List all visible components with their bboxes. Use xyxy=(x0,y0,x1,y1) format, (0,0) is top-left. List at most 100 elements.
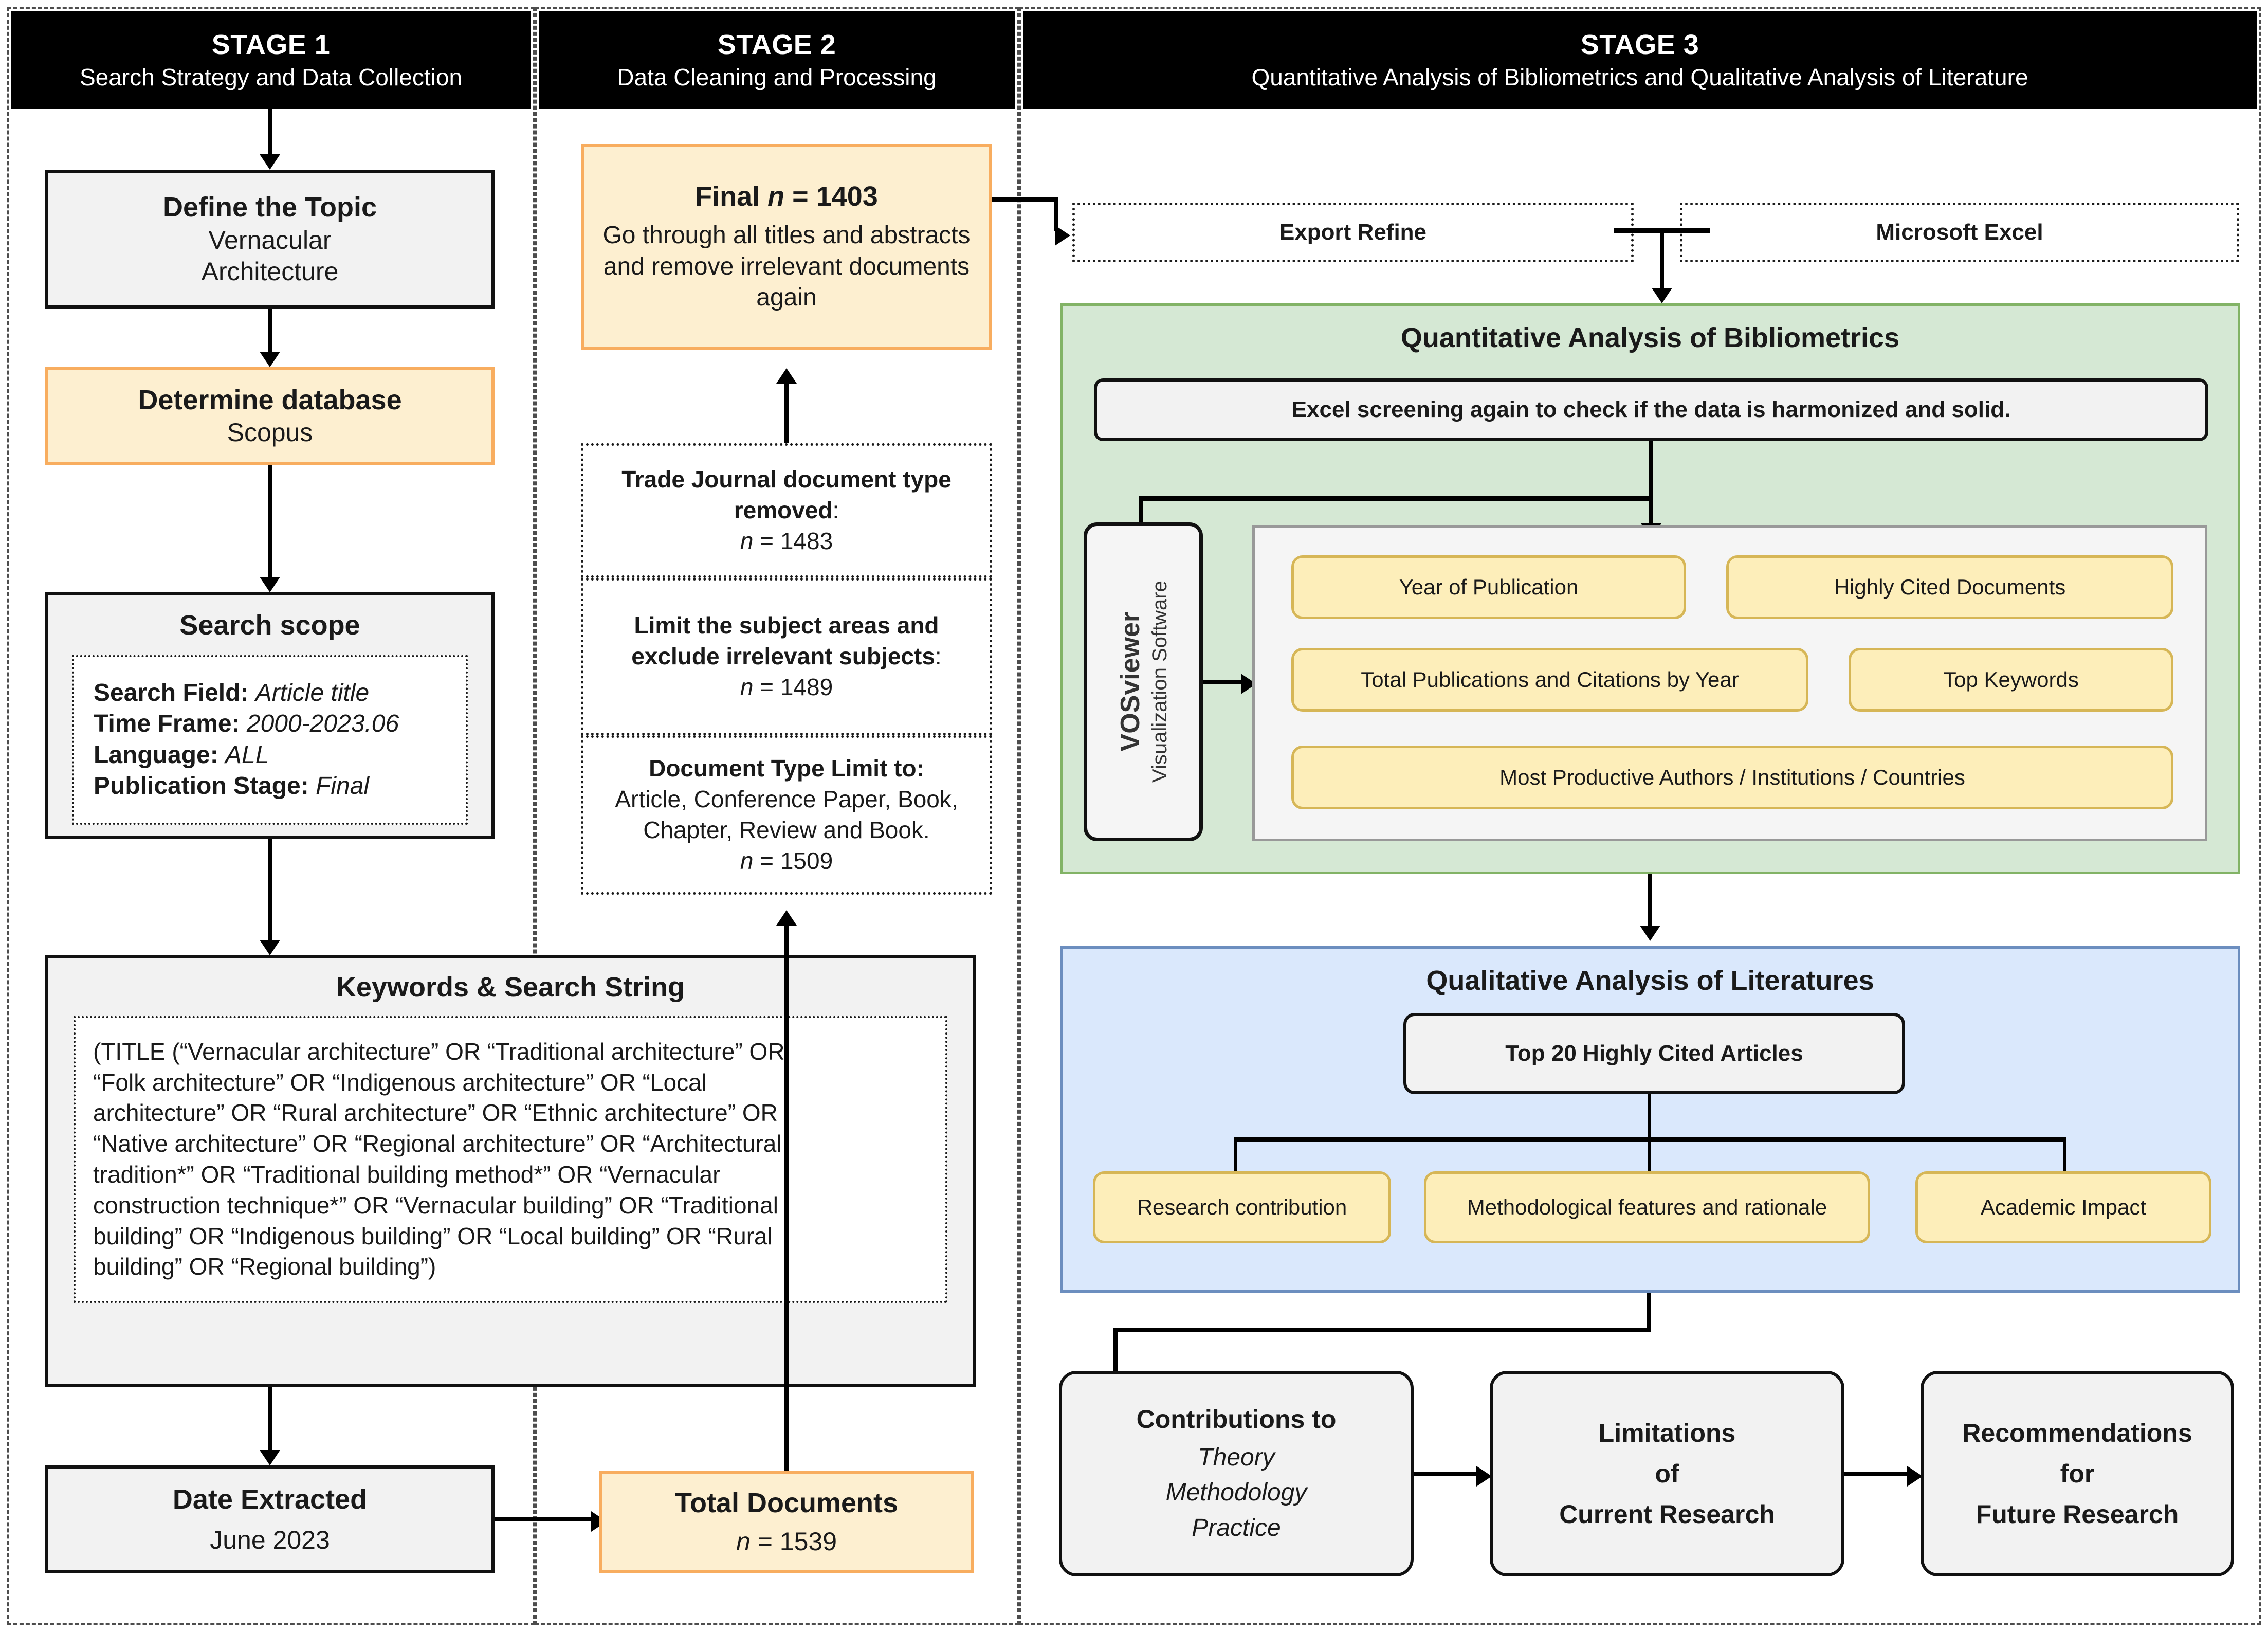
metric-highly-cited-documents[interactable]: Highly Cited Documents xyxy=(1726,555,2173,619)
microsoft-excel-box: Microsoft Excel xyxy=(1680,203,2239,262)
filter-trade-journal-n: n = 1483 xyxy=(740,526,833,557)
metric-year-of-publication[interactable]: Year of Publication xyxy=(1291,555,1686,619)
filter-colon: : xyxy=(935,643,942,670)
top-articles-box: Top 20 Highly Cited Articles xyxy=(1403,1013,1905,1094)
n-symbol: n xyxy=(740,673,754,700)
filter-subject-areas-n: n = 1489 xyxy=(740,672,833,703)
connector-qual-exit-down xyxy=(1647,1293,1651,1330)
qual-branch-academic-impact[interactable]: Academic Impact xyxy=(1915,1171,2211,1243)
arrow-to-limitations xyxy=(1476,1466,1492,1487)
filter-document-type-label: Document Type Limit to: xyxy=(649,755,924,782)
search-scope-box: Search scope Search Field: Article title… xyxy=(45,592,495,839)
metric-total-publications-citations[interactable]: Total Publications and Citations by Year xyxy=(1291,648,1808,712)
arrow-to-export-refine xyxy=(1055,225,1070,246)
n-symbol: n xyxy=(740,847,754,874)
connector-final-to-export-h xyxy=(992,197,1058,202)
connector-quant-to-qual xyxy=(1648,874,1652,932)
keywords-search-string-box: Keywords & Search String (TITLE (“Vernac… xyxy=(45,955,976,1387)
connector-final-to-export-v xyxy=(1054,197,1058,231)
arrow-to-recommendations xyxy=(1907,1466,1923,1487)
qual-branch-research-contribution[interactable]: Research contribution xyxy=(1093,1171,1391,1243)
arrow-to-search-scope xyxy=(260,577,280,592)
filter-subject-areas-label: Limit the subject areas and exclude irre… xyxy=(583,610,990,672)
filter-trade-journal-box: Trade Journal document type removed: n =… xyxy=(581,443,992,578)
connector-filters-to-final xyxy=(784,384,789,443)
determine-database-value: Scopus xyxy=(227,418,313,447)
time-frame-value: 2000-2023.06 xyxy=(246,710,399,738)
search-string-line: construction technique*” OR “Vernacular … xyxy=(93,1191,778,1219)
filter-label-text: Trade Journal document type removed xyxy=(621,466,952,524)
define-topic-box: Define the Topic Vernacular Architecture xyxy=(45,170,495,309)
n-symbol: n xyxy=(740,527,754,554)
connector-limitations-to-recommendations xyxy=(1844,1472,1914,1476)
date-extracted-value: June 2023 xyxy=(210,1526,330,1555)
filter-label-text: Limit the subject areas and exclude irre… xyxy=(631,612,939,670)
search-string-line: building” OR “Indigenous building” OR “L… xyxy=(93,1222,773,1249)
connector-date-to-total xyxy=(495,1517,597,1521)
stage-2-number: STAGE 2 xyxy=(717,29,836,60)
excel-screening-box: Excel screening again to check if the da… xyxy=(1094,378,2208,441)
search-scope-row: Publication Stage: Final xyxy=(94,771,446,802)
qual-branch-methodological-features[interactable]: Methodological features and rationale xyxy=(1424,1171,1870,1243)
arrow-to-define-topic xyxy=(260,154,280,170)
recommendations-box: Recommendations for Future Research xyxy=(1921,1371,2234,1576)
connector-excel-split xyxy=(1139,496,1653,501)
search-scope-row: Search Field: Article title xyxy=(94,678,446,709)
search-string-line: “Native architecture” OR “Regional archi… xyxy=(93,1130,782,1157)
connector-keywords-to-date xyxy=(268,1387,272,1455)
filter-trade-journal-label: Trade Journal document type removed: xyxy=(583,464,990,526)
recommendations-head: Recommendations xyxy=(1962,1418,2192,1447)
metric-most-productive[interactable]: Most Productive Authors / Institutions /… xyxy=(1291,746,2173,809)
qual-branch-label: Research contribution xyxy=(1137,1194,1347,1219)
connector-qual-mid-v xyxy=(1648,1137,1651,1182)
qualitative-analysis-title-wrap: Qualitative Analysis of Literatures xyxy=(1060,957,2240,1005)
arrow-to-final-n xyxy=(776,368,797,384)
stage-1-subtitle: Search Strategy and Data Collection xyxy=(79,64,463,91)
date-extracted-title: Date Extracted xyxy=(172,1483,368,1515)
n-value: = 1539 xyxy=(750,1527,837,1556)
limitations-item: Current Research xyxy=(1559,1499,1775,1529)
publication-stage-value: Final xyxy=(316,772,370,800)
stage-3-number: STAGE 3 xyxy=(1580,29,1699,60)
connector-database-to-scope xyxy=(268,465,272,583)
vosviewer-box: VOSviewer Visualization Software xyxy=(1084,522,1203,841)
search-scope-details: Search Field: Article title Time Frame: … xyxy=(72,655,468,825)
n-value: = 1509 xyxy=(753,847,833,874)
arrow-to-determine-database xyxy=(260,352,280,367)
arrow-to-date-extracted xyxy=(260,1450,280,1465)
contributions-head: Contributions to xyxy=(1136,1404,1337,1434)
total-documents-n: n = 1539 xyxy=(736,1526,837,1557)
search-string-line: building” OR “Regional building”) xyxy=(93,1253,436,1280)
define-topic-line1: Vernacular xyxy=(208,225,332,255)
date-extracted-box: Date Extracted June 2023 xyxy=(45,1465,495,1573)
search-scope-row: Language: ALL xyxy=(94,740,446,771)
stage-2-column-frame xyxy=(535,7,1019,1625)
keywords-title: Keywords & Search String xyxy=(336,972,685,1003)
determine-database-box: Determine database Scopus xyxy=(45,367,495,465)
metric-label: Most Productive Authors / Institutions /… xyxy=(1499,765,1965,789)
connector-qual-right-v xyxy=(2063,1137,2066,1182)
qual-branch-label: Academic Impact xyxy=(1980,1194,2147,1219)
search-scope-row: Time Frame: 2000-2023.06 xyxy=(94,709,446,739)
vosviewer-subtitle: Visualization Software xyxy=(1148,581,1171,783)
language-value: ALL xyxy=(225,741,269,769)
total-documents-title: Total Documents xyxy=(674,1487,899,1518)
connector-vosviewer-to-metrics xyxy=(1203,680,1247,684)
publication-stage-label: Publication Stage: xyxy=(94,772,309,800)
connector-join-down-to-quant xyxy=(1660,228,1664,293)
metric-top-keywords[interactable]: Top Keywords xyxy=(1849,648,2173,712)
limitations-head: Limitations xyxy=(1598,1418,1736,1447)
quantitative-analysis-title: Quantitative Analysis of Bibliometrics xyxy=(1400,322,1900,354)
total-documents-box: Total Documents n = 1539 xyxy=(599,1471,974,1573)
metric-label: Year of Publication xyxy=(1399,574,1579,599)
language-label: Language: xyxy=(94,741,218,769)
final-n-symbol: n xyxy=(767,181,785,212)
recommendations-item: for xyxy=(2060,1459,2095,1488)
stage-1-column-frame xyxy=(7,7,535,1625)
filter-colon: : xyxy=(832,497,839,524)
vosviewer-name: VOSviewer xyxy=(1115,612,1145,752)
time-frame-label: Time Frame: xyxy=(94,710,240,738)
connector-branch-left-v xyxy=(1139,496,1143,528)
connector-header-to-define-topic xyxy=(268,109,272,160)
contributions-item: Practice xyxy=(1192,1514,1281,1542)
